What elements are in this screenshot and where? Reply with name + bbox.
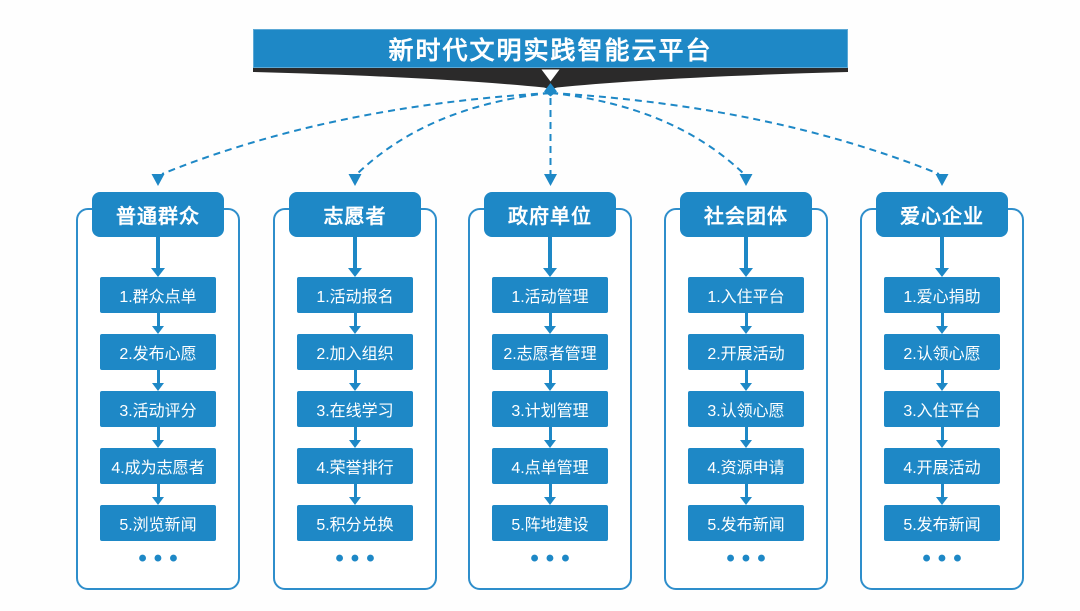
- step-box: 4.资源申请: [688, 448, 804, 484]
- step-box: 1.爱心捐助: [884, 277, 1000, 313]
- step-box: 2.发布心愿: [100, 334, 216, 370]
- step-box: 5.浏览新闻: [100, 505, 216, 541]
- column-flow: 1.活动管理 2.志愿者管理 3.计划管理 4.点单管理 5.阵地建设 •••: [468, 237, 632, 571]
- arrow-down-icon: [349, 370, 361, 391]
- step-box: 3.入住平台: [884, 391, 1000, 427]
- platform-title: 新时代文明实践智能云平台: [388, 36, 713, 65]
- step-box: 5.发布新闻: [688, 505, 804, 541]
- connector-arrowhead-1: [151, 174, 165, 186]
- arrow-down-icon: [936, 370, 948, 391]
- connector-arrowhead-5: [935, 174, 949, 186]
- connector-arrowhead-3: [544, 174, 557, 186]
- arrow-down-icon: [739, 237, 753, 277]
- arrow-down-icon: [348, 237, 362, 277]
- step-box: 5.发布新闻: [884, 505, 1000, 541]
- arrow-down-icon: [936, 313, 948, 334]
- step-box: 5.积分兑换: [297, 505, 413, 541]
- column-title: 志愿者: [289, 192, 421, 237]
- step-box: 4.点单管理: [492, 448, 608, 484]
- arrow-down-icon: [544, 484, 556, 505]
- column-flow: 1.爱心捐助 2.认领心愿 3.入住平台 4.开展活动 5.发布新闻 •••: [860, 237, 1024, 571]
- column-title: 社会团体: [680, 192, 812, 237]
- step-box: 1.群众点单: [100, 277, 216, 313]
- column-social-organization: 社会团体 1.入住平台 2.开展活动 3.认领心愿 4.资源申请 5.发布新闻 …: [664, 192, 828, 590]
- column-government-unit: 政府单位 1.活动管理 2.志愿者管理 3.计划管理 4.点单管理 5.阵地建设…: [468, 192, 632, 590]
- connector-arrowhead-2: [348, 174, 362, 186]
- step-box: 3.认领心愿: [688, 391, 804, 427]
- arrow-down-icon: [936, 427, 948, 448]
- arrow-down-icon: [152, 313, 164, 334]
- ellipsis-dots: •••: [922, 545, 969, 572]
- step-box: 4.开展活动: [884, 448, 1000, 484]
- step-box: 2.志愿者管理: [492, 334, 608, 370]
- arrow-down-icon: [935, 237, 949, 277]
- ellipsis-dots: •••: [138, 545, 185, 572]
- column-flow: 1.群众点单 2.发布心愿 3.活动评分 4.成为志愿者 5.浏览新闻 •••: [76, 237, 240, 571]
- column-flow: 1.入住平台 2.开展活动 3.认领心愿 4.资源申请 5.发布新闻 •••: [664, 237, 828, 571]
- arrow-down-icon: [152, 427, 164, 448]
- step-box: 3.活动评分: [100, 391, 216, 427]
- step-box: 2.开展活动: [688, 334, 804, 370]
- column-title: 爱心企业: [876, 192, 1008, 237]
- arrow-down-icon: [936, 484, 948, 505]
- arrow-down-icon: [349, 313, 361, 334]
- arrow-down-icon: [740, 484, 752, 505]
- step-box: 4.荣誉排行: [297, 448, 413, 484]
- arrow-down-icon: [152, 370, 164, 391]
- banner-down-arrow-icon: [541, 69, 560, 82]
- step-box: 1.活动管理: [492, 277, 608, 313]
- ellipsis-dots: •••: [335, 545, 382, 572]
- ellipsis-dots: •••: [530, 545, 577, 572]
- step-box: 3.计划管理: [492, 391, 608, 427]
- arrow-down-icon: [151, 237, 165, 277]
- connector-to-column-4: [550, 92, 745, 175]
- column-charity-enterprise: 爱心企业 1.爱心捐助 2.认领心愿 3.入住平台 4.开展活动 5.发布新闻 …: [860, 192, 1024, 590]
- arrow-down-icon: [740, 427, 752, 448]
- arrow-down-icon: [544, 427, 556, 448]
- arrow-down-icon: [740, 313, 752, 334]
- connector-arrowhead-4: [739, 174, 753, 186]
- column-volunteer: 志愿者 1.活动报名 2.加入组织 3.在线学习 4.荣誉排行 5.积分兑换 •…: [273, 192, 437, 590]
- step-box: 5.阵地建设: [492, 505, 608, 541]
- ellipsis-dots: •••: [726, 545, 773, 572]
- arrow-down-icon: [543, 237, 557, 277]
- connector-to-column-1: [161, 92, 551, 175]
- step-box: 4.成为志愿者: [100, 448, 216, 484]
- arrow-down-icon: [544, 370, 556, 391]
- arrow-down-icon: [544, 313, 556, 334]
- step-box: 3.在线学习: [297, 391, 413, 427]
- column-ordinary-public: 普通群众 1.群众点单 2.发布心愿 3.活动评分 4.成为志愿者 5.浏览新闻…: [76, 192, 240, 590]
- column-flow: 1.活动报名 2.加入组织 3.在线学习 4.荣誉排行 5.积分兑换 •••: [273, 237, 437, 571]
- connector-to-column-5: [550, 92, 940, 175]
- arrow-down-icon: [152, 484, 164, 505]
- step-box: 2.加入组织: [297, 334, 413, 370]
- arrow-down-icon: [349, 427, 361, 448]
- platform-title-bar: 新时代文明实践智能云平台: [253, 29, 848, 68]
- connector-to-column-2: [356, 92, 551, 175]
- step-box: 2.认领心愿: [884, 334, 1000, 370]
- step-box: 1.入住平台: [688, 277, 804, 313]
- column-title: 普通群众: [92, 192, 224, 237]
- column-title: 政府单位: [484, 192, 616, 237]
- arrow-down-icon: [740, 370, 752, 391]
- arrow-down-icon: [349, 484, 361, 505]
- step-box: 1.活动报名: [297, 277, 413, 313]
